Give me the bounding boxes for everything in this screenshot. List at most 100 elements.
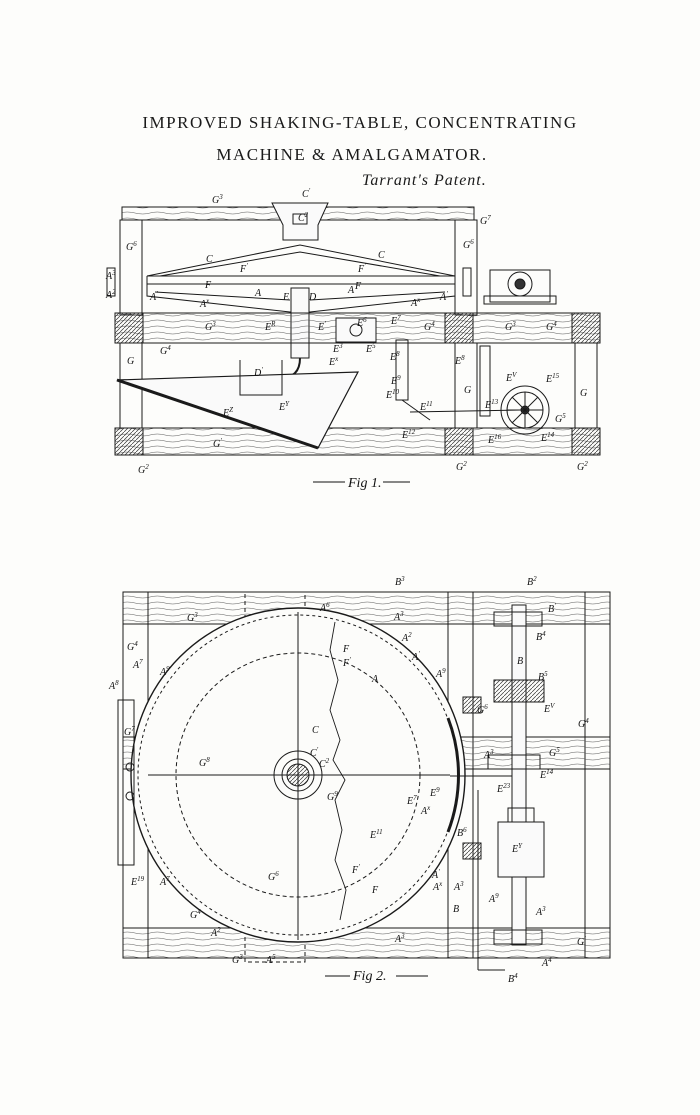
fig1-label-19: A' (439, 290, 448, 303)
fig1-label-6: C (206, 254, 213, 265)
fig2-label-12: A (371, 674, 379, 685)
fig2-label-48: B (453, 904, 459, 915)
fig1-label-20: Ax (199, 297, 210, 310)
fig2-label-34: Ax (420, 804, 431, 817)
fig1-label-5: G6 (463, 238, 474, 251)
fig2-label-5: A3 (393, 610, 404, 623)
fig1-label-0: G3 (212, 193, 223, 206)
fig1-label-24: E' (317, 320, 326, 333)
fig2-label-10: F (342, 644, 350, 655)
fig1-label-42: E10 (385, 388, 400, 401)
fig1-hopper (271, 202, 329, 241)
fig2-caption: Fig 2. (352, 969, 386, 984)
fig1-cover-cone (146, 244, 456, 277)
fig2-pulley (497, 821, 545, 878)
fig2-label-27: G5 (549, 746, 560, 759)
fig1-right-leg (574, 342, 598, 429)
fig2-label-3: B' (548, 602, 556, 615)
fig2-label-17: A9 (159, 665, 170, 678)
fig2-drawing (117, 591, 611, 971)
fig1-label-52: G2 (138, 463, 149, 476)
fig2-label-42: E19 (130, 875, 145, 888)
fig2-label-50: A2 (210, 926, 221, 939)
fig2-label-20: EV (543, 702, 555, 715)
fig2-label-15: B5 (538, 670, 548, 683)
title-line-1: IMPROVED SHAKING-TABLE, CONCENTRATING (142, 113, 578, 132)
fig2-label-31: G9 (327, 790, 338, 803)
fig2-label-26: A3 (483, 748, 494, 761)
fig1-label-54: G2 (577, 460, 588, 473)
fig2-label-43: A7 (159, 875, 170, 888)
fig2-label-1: B2 (527, 575, 537, 588)
fig2-label-37: B6 (457, 826, 467, 839)
fig1-label-34: Ex (328, 355, 339, 368)
fig2-label-25: C2 (319, 757, 330, 770)
fig1-label-55: G (464, 385, 471, 396)
fig1-left-post (119, 219, 143, 316)
fig2-label-33: E9 (429, 786, 440, 799)
fig1-hopper-mouth (292, 213, 308, 225)
fig1-label-37: E8 (454, 354, 465, 367)
fig1-label-49: EZ (222, 406, 233, 419)
fig2-label-13: A9 (435, 667, 446, 680)
fig1-label-53: G2 (456, 460, 467, 473)
fig1-label-4: G6 (126, 240, 137, 253)
fig1-label-43: E13 (484, 398, 499, 411)
fig2-top-beam (122, 591, 611, 625)
fig1-label-36: E8 (389, 350, 400, 363)
fig1-collector-box (239, 360, 283, 396)
fig2-label-8: B4 (536, 630, 546, 643)
fig2-label-21: G7 (124, 725, 135, 738)
fig2-label-56: B4 (508, 972, 518, 985)
fig2-label-55: A4 (541, 956, 552, 969)
fig2-label-47: A3 (535, 905, 546, 918)
fig1-inner-cone (159, 251, 441, 277)
fig1-label-44: G5 (555, 412, 566, 425)
fig2-label-18: A8 (108, 679, 119, 692)
fig2-right-rail (584, 591, 611, 959)
fig1-label-1: C' (302, 187, 311, 200)
fig2-label-53: G3 (232, 953, 243, 966)
fig2-label-38: G6 (268, 870, 279, 883)
fig1-label-45: E11 (419, 400, 433, 413)
fig1-label-39: EV (505, 371, 517, 384)
fig1-label-30: G (127, 356, 134, 367)
fig2-label-40: A' (431, 868, 440, 881)
fig1-label-22: G3 (205, 320, 216, 333)
fig2-label-16: A7 (132, 658, 143, 671)
fig2-label-39: Ax (432, 880, 443, 893)
fig1-label-29: G4 (546, 320, 557, 333)
fig1-label-18: F (354, 281, 362, 292)
fig2-label-24: C' (310, 746, 319, 759)
fig1-label-10: A3 (105, 269, 116, 282)
fig1-bracket-right (462, 267, 472, 297)
fig2-label-41: A9 (488, 892, 499, 905)
fig2-label-46: F (371, 885, 379, 896)
fig2-label-28: G4 (578, 717, 589, 730)
fig1-label-27: G4 (424, 320, 435, 333)
fig1-label-40: E15 (545, 372, 560, 385)
fig1-label-15: E (282, 292, 289, 303)
fig2-label-30: E23 (496, 782, 511, 795)
fig1-label-35: D' (253, 366, 263, 379)
fig2-label-19: G6 (477, 703, 488, 716)
fig2-label-54: A5 (265, 953, 276, 966)
fig2-label-9: G4 (127, 640, 138, 653)
fig1-label-12: A' (149, 290, 158, 303)
fig1-drawing (106, 202, 601, 456)
fig2-label-49: G4 (190, 908, 201, 921)
title-line-2: MACHINE & AMALGAMATOR. (216, 145, 488, 164)
fig1-label-14: A (254, 288, 262, 299)
fig2-label-14: B (517, 656, 523, 667)
fig1-label-11: A2 (105, 288, 116, 301)
fig1-label-28: G3 (505, 320, 516, 333)
fig2-bottom-beam (122, 927, 611, 959)
fig1-label-8: F' (239, 262, 248, 275)
fig2-label-23: G8 (199, 756, 210, 769)
fig1-label-33: E5 (365, 342, 376, 355)
fig2-label-2: A6 (319, 601, 330, 614)
fig2-label-6: A2 (401, 631, 412, 644)
fig1-label-38: E9 (390, 374, 401, 387)
